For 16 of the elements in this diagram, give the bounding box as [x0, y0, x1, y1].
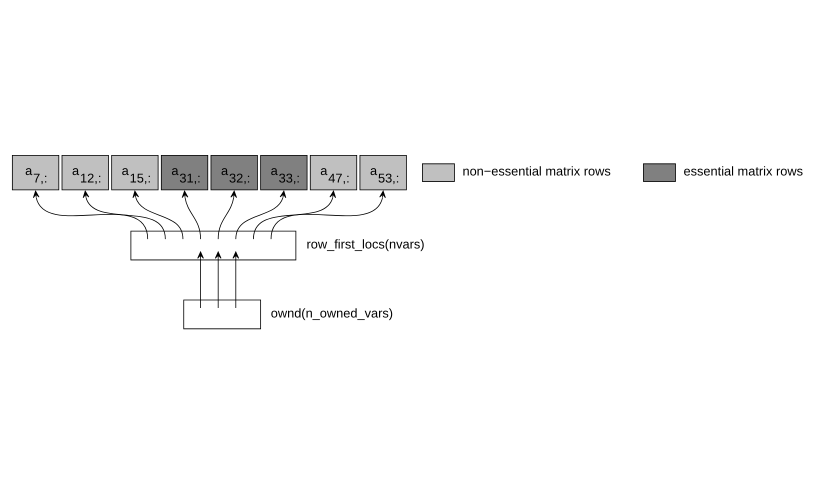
arrow	[235, 190, 286, 240]
arrow	[218, 190, 237, 240]
arrow	[253, 190, 336, 240]
arrow	[232, 252, 240, 308]
node-label: row_first_locs(nvars)	[306, 236, 425, 252]
arrow	[214, 252, 222, 308]
legend-label: essential matrix rows	[683, 164, 803, 179]
arrow	[32, 190, 148, 240]
node-label: ownd(n_owned_vars)	[270, 305, 394, 320]
arrow	[82, 190, 166, 240]
legend-label: non−essential matrix rows	[462, 164, 611, 179]
arrow	[132, 190, 184, 240]
node-box	[183, 300, 262, 330]
arrow	[197, 252, 204, 308]
arrow	[270, 190, 386, 240]
arrow	[182, 190, 201, 240]
